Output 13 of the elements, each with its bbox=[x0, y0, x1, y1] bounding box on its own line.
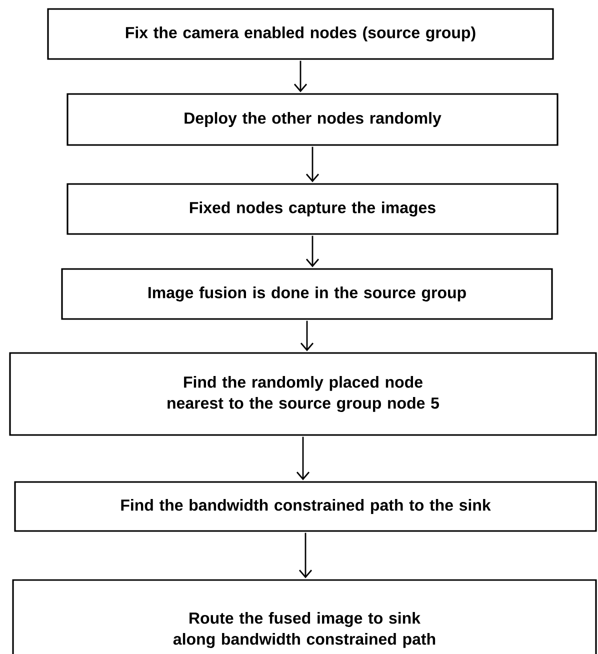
arrow bbox=[306, 236, 320, 268]
process-box: Route the fused image to sink along bandwidth constrained path bbox=[12, 579, 597, 654]
arrow bbox=[296, 436, 310, 480]
process-box: Fix the camera enabled nodes (source group) bbox=[47, 8, 554, 60]
process-box: Image fusion is done in the source group bbox=[61, 268, 553, 320]
process-box: Find the bandwidth constrained path to the sink bbox=[14, 481, 597, 532]
arrow bbox=[298, 532, 312, 578]
process-box: Find the randomly placed node nearest to the source group node 5 bbox=[9, 352, 597, 436]
arrow bbox=[300, 320, 314, 352]
process-box: Deploy the other nodes randomly bbox=[66, 93, 558, 146]
process-box: Fixed nodes capture the images bbox=[66, 183, 558, 235]
arrow bbox=[306, 146, 320, 182]
arrow bbox=[294, 60, 308, 92]
